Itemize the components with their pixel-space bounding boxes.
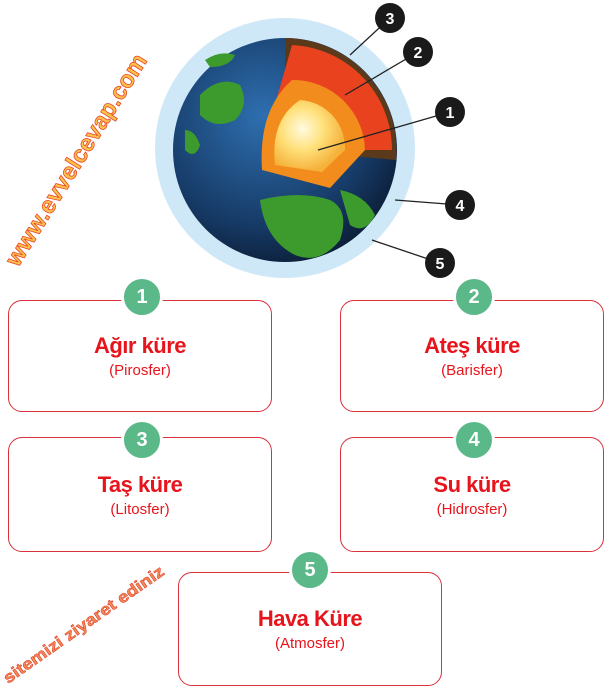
- layer-card-1: Ağır küre (Pirosfer): [8, 300, 272, 412]
- layer-term: (Pirosfer): [109, 362, 171, 379]
- layer-term: (Barisfer): [441, 362, 503, 379]
- inner-core-layer: [274, 100, 346, 172]
- layer-number-badge: 5: [289, 549, 331, 591]
- earth-layers-diagram: 1 2 3 4 5: [155, 3, 475, 278]
- callout-3: 3: [386, 11, 395, 28]
- callout-markers: 1 2 3 4 5: [375, 3, 475, 278]
- layer-name: Hava Küre: [257, 606, 363, 631]
- layer-number-badge: 2: [453, 276, 495, 318]
- layer-term: (Litosfer): [110, 500, 170, 518]
- layer-name: Su küre: [433, 471, 511, 497]
- continents: [185, 53, 375, 258]
- layer-card-4: Su küre (Hidrosfer): [340, 437, 604, 552]
- callout-5: 5: [436, 256, 445, 273]
- layer-term: (Atmosfer): [274, 635, 345, 652]
- callout-4: 4: [456, 198, 465, 215]
- layer-name: Taş küre: [97, 471, 183, 497]
- callout-1: 1: [446, 105, 455, 122]
- layer-number-badge: 3: [121, 419, 163, 461]
- layer-name: Ateş küre: [424, 333, 520, 358]
- layer-term: (Hidrosfer): [436, 500, 508, 518]
- layer-number-badge: 4: [453, 419, 495, 461]
- watermark-slogan: sitemizi ziyaret ediniz: [1, 563, 168, 687]
- layer-card-3: Taş küre (Litosfer): [8, 437, 272, 552]
- layer-name: Ağır küre: [93, 333, 187, 358]
- layer-number-badge: 1: [121, 276, 163, 318]
- layer-card-2: Ateş küre (Barisfer): [340, 300, 604, 412]
- callout-2: 2: [414, 45, 423, 62]
